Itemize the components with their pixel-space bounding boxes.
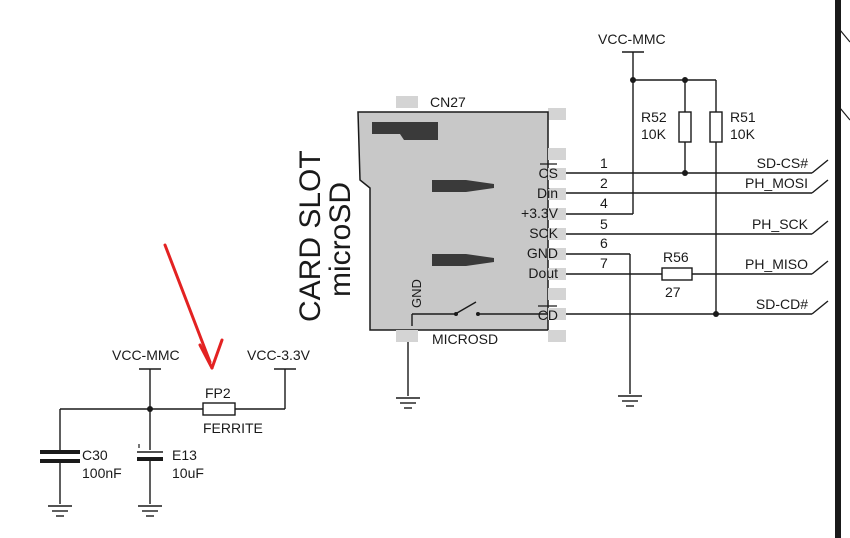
- signal-wires: [407, 51, 829, 396]
- pin-number: 6: [600, 235, 608, 251]
- net-vcc-33: VCC-3.3V: [247, 347, 311, 363]
- page-border-curve: [839, 107, 850, 121]
- card-slot-subtitle: microSD: [324, 182, 357, 297]
- page-border-curve: [839, 29, 850, 43]
- ground-symbol: [395, 397, 421, 409]
- pin-label-3v3: +3.3V: [521, 205, 559, 221]
- ground-symbol: [137, 505, 163, 517]
- pin-number: 7: [600, 255, 608, 271]
- net-vcc-mmc-top: VCC-MMC: [598, 31, 666, 47]
- pin-number: 2: [600, 175, 608, 191]
- contact-2: [432, 254, 494, 266]
- r56-value: 27: [665, 284, 681, 300]
- fp2-ref: FP2: [205, 385, 231, 401]
- pin-label-cs: CS: [539, 165, 558, 181]
- ground-symbol: [617, 395, 643, 407]
- microsd-connector: [357, 96, 566, 342]
- r52-value: 10K: [641, 126, 667, 142]
- connector-part-name: MICROSD: [432, 331, 498, 347]
- card-slot-title: CARD SLOT: [294, 150, 327, 322]
- connector-designator: CN27: [430, 94, 466, 110]
- pin-label-cd: CD: [538, 307, 558, 323]
- pin-label-dout: Dout: [528, 265, 558, 281]
- c30-plate: [40, 459, 80, 463]
- pin-label-gnd: GND: [527, 245, 558, 261]
- annotation-arrow: [163, 243, 224, 370]
- r56-ref: R56: [663, 249, 689, 265]
- connector-body: [357, 111, 549, 331]
- ground-symbol: [47, 505, 73, 517]
- r51-value: 10K: [730, 126, 756, 142]
- e13-plate: [137, 457, 163, 461]
- pin-number: 5: [600, 216, 608, 232]
- pin-number: 1: [600, 155, 608, 171]
- r52-ref: R52: [641, 109, 667, 125]
- fp2-value: FERRITE: [203, 420, 263, 436]
- c30-plate: [40, 450, 80, 454]
- card-notch: [372, 122, 438, 140]
- net-sd-cs: SD-CS#: [757, 155, 809, 171]
- net-vcc-mmc-left: VCC-MMC: [112, 347, 180, 363]
- pin-label-din: Din: [537, 185, 558, 201]
- r51-body: [709, 111, 723, 143]
- net-sd-cd: SD-CD#: [756, 296, 808, 312]
- e13-value: 10uF: [172, 465, 204, 481]
- r51-ref: R51: [730, 109, 756, 125]
- fp2-body: [202, 402, 236, 416]
- e13-ref: E13: [172, 447, 197, 463]
- pin-number: 4: [600, 195, 608, 211]
- net-ph-miso: PH_MISO: [745, 256, 808, 272]
- c30-ref: C30: [82, 447, 108, 463]
- power-filter-circuit: [40, 368, 296, 504]
- r56-body: [661, 267, 693, 281]
- net-ph-mosi: PH_MOSI: [745, 175, 808, 191]
- contact-1: [432, 180, 494, 192]
- r52-body: [678, 111, 692, 143]
- pin-label-sck: SCK: [529, 225, 558, 241]
- c30-value: 100nF: [82, 465, 122, 481]
- connector-gnd-label: GND: [409, 279, 424, 308]
- net-ph-sck: PH_SCK: [752, 216, 809, 232]
